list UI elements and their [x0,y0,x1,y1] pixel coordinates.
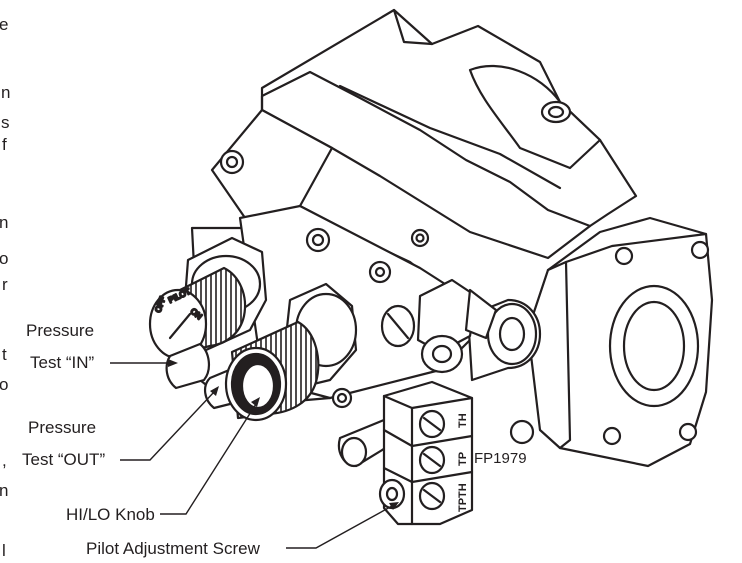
knob-pointer [168,312,192,340]
lower-shaft-end [340,436,368,468]
edge-fragment-1: e [0,15,8,34]
terminal-label-tpth: TPTH [457,483,469,512]
screw-boss-2-inner [311,233,325,247]
valve-cylinder [468,65,602,170]
edge-fragment-9: o [0,375,8,394]
screw-boss-3-inner [374,266,386,278]
outlet-flange-edge [546,260,572,450]
figure-id: FP1979 [474,450,527,467]
flange-bolt-1 [614,246,634,266]
edge-fragment-3: s [1,113,10,132]
arrow-hilo [251,397,260,407]
flange-boss-bottom [509,419,535,445]
edge-fragment-7: r [2,275,8,294]
terminal-web-2 [382,466,414,484]
edge-fragment-5: n [0,213,8,232]
screw-boss-1-inner [225,155,239,169]
pilot-adjustment-screw-inner [385,486,399,502]
callout-pressure-out-line2: Test “OUT” [22,450,105,469]
arrow-pressure-in [168,359,178,367]
outlet-port-inner [622,300,686,392]
terminal-label-tp: TP [457,452,469,466]
leader-hilo [160,403,257,515]
edge-fragment-6: o [0,249,8,268]
callout-pressure-in-line1: Pressure [26,321,94,340]
flange-bolt-4 [678,422,698,442]
pressure-in-tap [165,342,210,390]
flange-bolt-2 [690,240,710,260]
callout-pressure-out-line1: Pressure [28,418,96,437]
housing-step [260,70,592,228]
inlet-stub-bore [498,316,526,352]
terminal-label-th: TH [457,413,469,428]
flange-bolt-3 [602,426,622,446]
pilot-clip [464,288,498,340]
screw-boss-4-inner [336,392,348,404]
center-screw-slot [386,312,410,340]
terminal-block-face [382,394,474,526]
pilot-outlet-fitting [416,278,478,354]
terminal-screw-tp-slot [422,452,442,468]
leader-pressure-out [120,391,215,461]
edge-fragment-12: l [2,541,6,560]
pilot-outlet-nut-inner [431,344,453,364]
arrow-pilot [389,502,399,510]
arrow-pressure-out [210,386,219,396]
edge-fragment-8: t [2,345,7,364]
screw-boss-5-inner [415,233,425,243]
terminal-web-1 [382,428,414,448]
edge-fragment-10: , [2,451,7,470]
callout-pressure-in-line2: Test “IN” [30,353,95,372]
terminal-divider-1 [410,434,474,448]
housing-seam [338,84,562,190]
edge-fragment-11: n [0,481,8,500]
cylinder-boss-inner [547,105,565,119]
hilo-knob-face-center [240,362,276,410]
leader-pilot [286,505,393,549]
edge-fragment-4: f [2,135,7,154]
terminal-divider-2 [410,470,474,484]
edge-fragment-2: n [1,83,10,102]
housing-ridge [392,8,434,46]
terminal-screw-th-slot [422,416,442,432]
terminal-screw-tpth-slot [422,488,442,504]
callout-pilot-screw: Pilot Adjustment Screw [86,539,261,558]
outlet-flange-top [564,232,708,264]
callout-hilo-knob: HI/LO Knob [66,505,155,524]
